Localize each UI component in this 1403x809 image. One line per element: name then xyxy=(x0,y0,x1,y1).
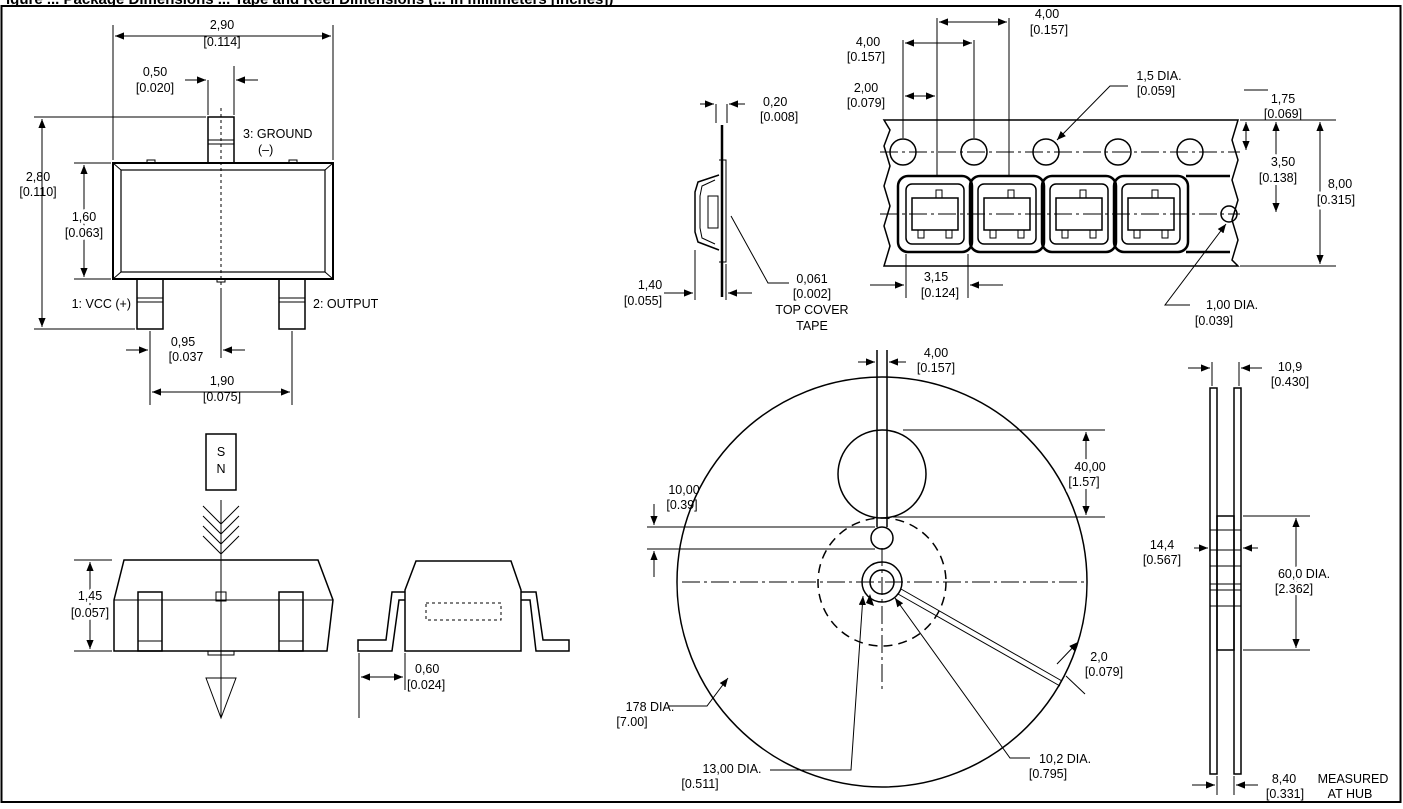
measured-in: [0.331] xyxy=(1266,787,1304,801)
magnet-north: N xyxy=(216,462,225,476)
hub-od-mm: 60,0 DIA. xyxy=(1278,567,1330,581)
dim-height-mm: 2,80 xyxy=(26,170,50,184)
tape-section: 0,20 [0.008] 1,40 [0.055] 0,061 [0.002] … xyxy=(624,95,849,333)
reel-width-mm: 10,9 xyxy=(1278,360,1302,374)
tape-top-view: 4,00 [0.157] 4,00 [0.157] 2,00 [0.079] 1… xyxy=(847,7,1358,328)
reel-width-in: [0.430] xyxy=(1271,375,1309,389)
arbor-dia-in: [0.795] xyxy=(1029,767,1067,781)
dim-body-in: [0.063] xyxy=(65,226,103,240)
edge-dist-mm: 1,75 xyxy=(1271,92,1295,106)
hub-od-in: [2.362] xyxy=(1275,582,1313,596)
dim-pitch-in: [0.037 xyxy=(169,350,204,364)
pin3-label: 3: GROUND xyxy=(243,127,312,141)
cover-thickness-mm: 0,061 xyxy=(796,272,827,286)
dim-height-in: [0.110] xyxy=(19,185,56,199)
dim-lead-mm: 0,50 xyxy=(143,65,167,79)
window-dia-mm: 40,00 xyxy=(1074,460,1105,474)
dim-standoff-in: [0.024] xyxy=(407,678,445,692)
cover-label-2: TAPE xyxy=(796,319,828,333)
package-side-view: 0,60 [0.024] xyxy=(357,560,570,718)
dim-span-in: [0.075] xyxy=(203,390,241,404)
tape-thickness-in: [0.008] xyxy=(760,110,798,124)
dim-thickness-in: [0.057] xyxy=(71,606,109,620)
reel-outer-mm: 178 DIA. xyxy=(626,700,675,714)
figure-title: igure ... Package Dimensions ... Tape an… xyxy=(6,0,613,8)
slot-width-in: [0.157] xyxy=(917,361,955,375)
slot-length-mm: 10,00 xyxy=(668,483,699,497)
package-front-view: 1,45 [0.057] xyxy=(68,559,334,656)
tape-pitch-b-in: [0.157] xyxy=(1030,23,1068,37)
sprocket-dia-in: [0.059] xyxy=(1137,84,1175,98)
tape-width-in: [0.315] xyxy=(1317,193,1355,207)
dim-width-in: [0.114] xyxy=(203,35,240,49)
slot-width-mm: 4,00 xyxy=(924,346,948,360)
sprocket-dia-mm: 1,5 DIA. xyxy=(1136,69,1181,83)
dim-pitch-mm: 0,95 xyxy=(171,335,195,349)
pin2-label: 2: OUTPUT xyxy=(313,297,379,311)
hole-offset-in: [0.079] xyxy=(847,96,885,110)
tape-pitch-a-in: [0.157] xyxy=(847,50,885,64)
dim-lead-in: [0.020] xyxy=(136,81,174,95)
hole-offset-mm: 2,00 xyxy=(854,81,878,95)
reel-front-view: 2,0 [0.079] 4,00 [0.157] 40,00 [1.57] 10… xyxy=(616,346,1123,791)
key-width-mm: 2,0 xyxy=(1090,650,1107,664)
dim-body-mm: 1,60 xyxy=(72,210,96,224)
magnet-view: S N xyxy=(202,433,240,720)
pocket-size-mm: 3,15 xyxy=(924,270,948,284)
magnet-south: S xyxy=(217,445,225,459)
dim-thickness-mm: 1,45 xyxy=(78,589,102,603)
tape-pitch-a-mm: 4,00 xyxy=(856,35,880,49)
measured-label-1: MEASURED xyxy=(1318,772,1389,786)
tape-pockets xyxy=(896,174,1230,254)
arbor-dia-mm: 10,2 DIA. xyxy=(1039,752,1091,766)
pocket-depth-in: [0.055] xyxy=(624,294,662,308)
slot-length-in: [0.39] xyxy=(666,498,697,512)
pin1-label: 1: VCC (+) xyxy=(72,297,131,311)
pocket-size-in: [0.124] xyxy=(921,286,959,300)
measured-mm: 8,40 xyxy=(1272,772,1296,786)
hub-width-mm: 14,4 xyxy=(1150,538,1174,552)
cover-label-1: TOP COVER xyxy=(775,303,848,317)
reel-outer-in: [7.00] xyxy=(616,715,647,729)
tape-width-mm: 8,00 xyxy=(1328,177,1352,191)
pocket-hole-in: [0.039] xyxy=(1195,314,1233,328)
package-top-view: 2,90 [0.114] 0,50 [0.020] 2,80 [0.110] 1… xyxy=(19,18,379,405)
cover-thickness-in: [0.002] xyxy=(793,287,831,301)
key-width-in: [0.079] xyxy=(1085,665,1123,679)
edge-dist-in: [0.069] xyxy=(1264,107,1302,121)
pin3-polarity: (–) xyxy=(258,143,273,157)
measured-label-2: AT HUB xyxy=(1328,787,1373,801)
pocket-hole-mm: 1,00 DIA. xyxy=(1206,298,1258,312)
row-dist-in: [0.138] xyxy=(1259,171,1297,185)
page-border xyxy=(0,5,1402,803)
reel-side-view: 10,9 [0.430] 14,4 [0.567] 60,0 DIA. [2.3… xyxy=(1143,360,1389,801)
dim-span-mm: 1,90 xyxy=(210,374,234,388)
dim-standoff-mm: 0,60 xyxy=(415,662,439,676)
row-dist-mm: 3,50 xyxy=(1271,155,1295,169)
hub-dia-in: [0.511] xyxy=(681,777,718,791)
hub-width-in: [0.567] xyxy=(1143,553,1181,567)
dim-width-mm: 2,90 xyxy=(210,18,234,32)
tape-thickness-mm: 0,20 xyxy=(763,95,787,109)
window-dia-in: [1.57] xyxy=(1068,475,1099,489)
tape-pitch-b-mm: 4,00 xyxy=(1035,7,1059,21)
pocket-depth-mm: 1,40 xyxy=(638,278,662,292)
hub-dia-mm: 13,00 DIA. xyxy=(702,762,761,776)
